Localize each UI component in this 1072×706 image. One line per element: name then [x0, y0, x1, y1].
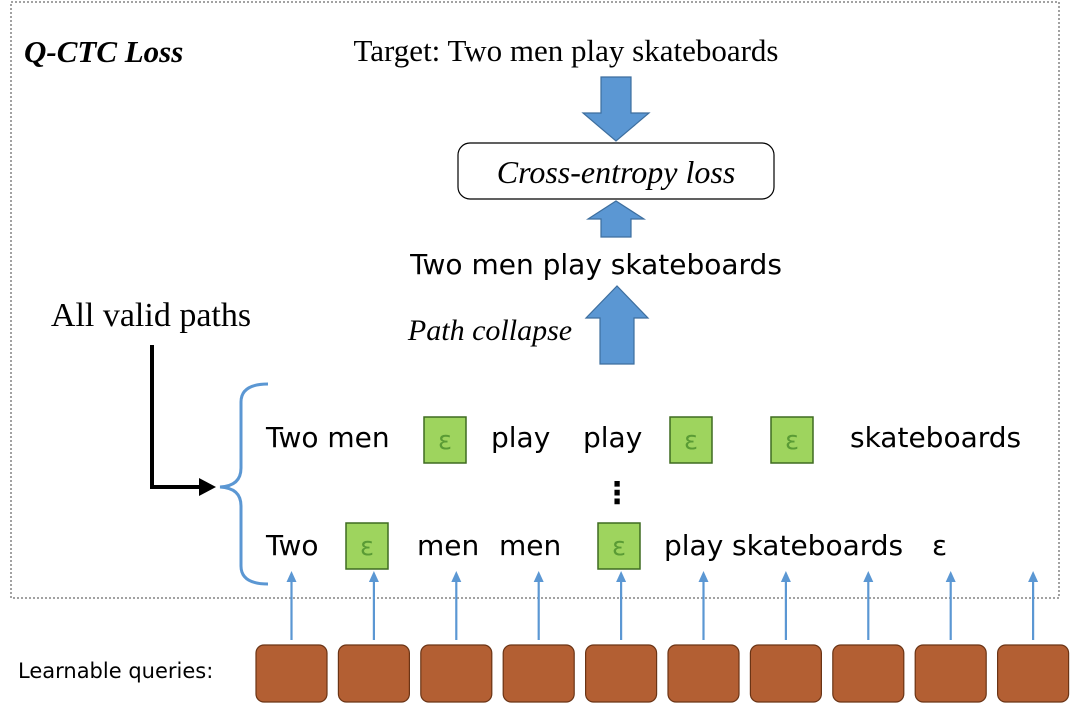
epsilon-token: ε: [438, 426, 452, 456]
query-box: [584, 644, 658, 703]
paths-brace: [219, 382, 269, 586]
token-play: play: [583, 421, 642, 454]
query-arrow-head: [533, 571, 544, 582]
query-arrow-head: [616, 571, 627, 582]
epsilon-token: ε: [684, 426, 698, 456]
path-row-2: Two ε men men ε play skateboards ε: [265, 522, 947, 570]
valid-paths-label: All valid paths: [51, 297, 251, 334]
query-box: [996, 644, 1070, 703]
epsilon-box: [423, 416, 467, 464]
token-play: play: [491, 421, 550, 454]
path-row-1: Two men ε play play ε ε skateboards: [265, 416, 1021, 464]
query-box: [255, 644, 328, 703]
query-box: [832, 644, 905, 703]
target-to-loss-arrow: [581, 76, 651, 142]
rows-ellipsis: ⋮: [602, 476, 632, 511]
epsilon-token: ε: [612, 532, 626, 562]
token-play: play: [664, 529, 723, 562]
epsilon-box: [345, 522, 389, 570]
query-arrow-head: [945, 571, 956, 582]
epsilon-token: ε: [785, 426, 799, 456]
learnable-queries: [255, 571, 1070, 703]
collapsed-sentence: Two men play skateboards: [409, 248, 782, 281]
qctc-frame: [10, 1, 1060, 599]
token-men: men: [417, 529, 479, 562]
query-box: [667, 644, 740, 703]
queries-label: Learnable queries:: [18, 659, 213, 683]
path-collapse-arrow: [584, 285, 650, 365]
query-arrow-head: [698, 571, 709, 582]
path-collapse-label: Path collapse: [407, 314, 572, 347]
query-arrow-head: [863, 571, 874, 582]
epsilon-box: [770, 416, 814, 464]
token-skateboards: skateboards: [732, 529, 903, 562]
query-box: [502, 644, 575, 703]
loss-box-label: Cross-entropy loss: [497, 154, 736, 190]
query-arrow-head: [368, 571, 379, 582]
collapsed-to-loss-arrow: [585, 200, 647, 238]
valid-paths-pointer-head: [199, 478, 216, 496]
query-box: [337, 644, 410, 703]
query-box: [914, 644, 987, 703]
epsilon-token: ε: [932, 529, 947, 562]
token-skateboards: skateboards: [850, 421, 1021, 454]
token-two-men: Two men: [265, 421, 390, 454]
query-box: [749, 644, 823, 703]
query-arrow-head: [780, 571, 791, 582]
token-two: Two: [265, 529, 319, 562]
loss-box: [457, 142, 775, 200]
epsilon-box: [669, 416, 713, 464]
query-arrow-head: [1028, 571, 1039, 582]
epsilon-box: [597, 522, 641, 570]
query-box: [420, 644, 493, 703]
query-arrow-head: [451, 571, 462, 582]
query-arrow-head: [286, 571, 297, 582]
valid-paths-pointer-line: [150, 345, 200, 489]
target-sentence: Target: Two men play skateboards: [354, 33, 779, 68]
frame-title: Q-CTC Loss: [24, 34, 183, 69]
token-men: men: [499, 529, 561, 562]
epsilon-token: ε: [360, 532, 374, 562]
